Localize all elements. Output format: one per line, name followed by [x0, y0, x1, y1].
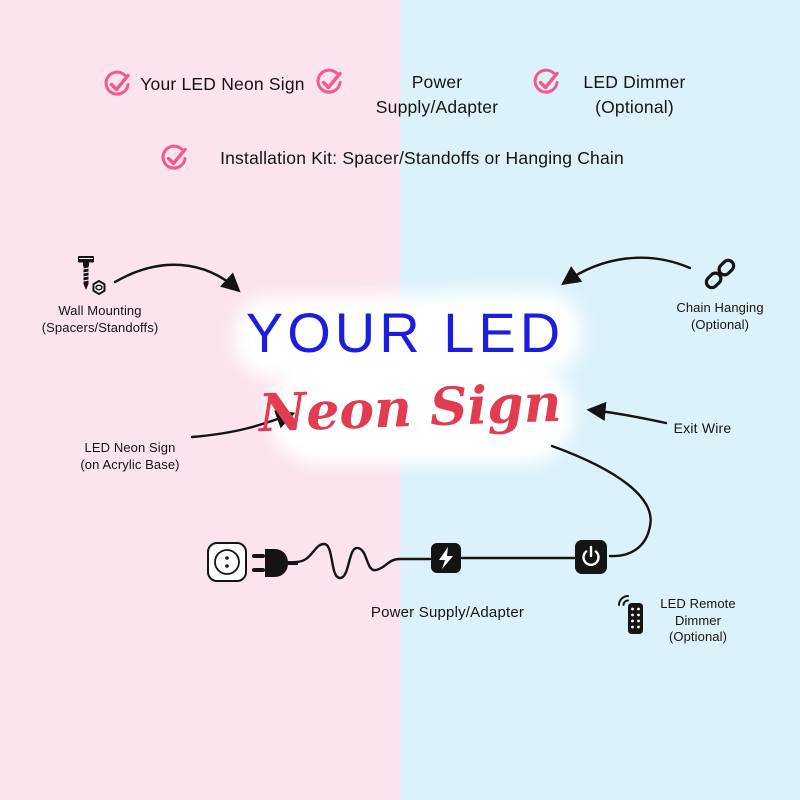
- chain-link-icon: [704, 258, 736, 290]
- wall-mounting-label: Wall Mounting (Spacers/Standoffs): [10, 303, 190, 336]
- power-supply-line1: Power Supply/Adapter: [370, 604, 525, 621]
- wall-mounting-line1: Wall Mounting: [58, 303, 142, 318]
- wall-mounting-line2: (Spacers/Standoffs): [41, 319, 159, 335]
- checklist-item-installation-kit: Installation Kit: Spacer/Standoffs or Ha…: [220, 148, 624, 168]
- power-plug-icon: [252, 549, 298, 577]
- sign-title: YOUR LED: [245, 301, 565, 364]
- dimmer-switch-icon: [575, 540, 607, 574]
- checklist-item-neon-sign: Your LED Neon Sign: [140, 74, 305, 94]
- check-icon: [316, 68, 342, 94]
- remote-line1: LED Remote: [660, 596, 736, 611]
- power-socket-icon: [207, 542, 247, 582]
- remote-line2: Dimmer: [674, 612, 722, 628]
- chain-hanging-label: Chain Hanging (Optional): [654, 300, 786, 333]
- chain-hanging-line2: (Optional): [690, 316, 750, 332]
- neon-base-line2: (on Acrylic Base): [80, 456, 180, 472]
- screw-standoff-icon: [78, 256, 106, 296]
- remote-control-icon: [618, 595, 643, 634]
- exit-wire-label: Exit Wire: [655, 420, 750, 437]
- remote-dimmer-label: LED Remote Dimmer (Optional): [648, 596, 748, 646]
- power-supply-label: Power Supply/Adapter: [335, 604, 560, 622]
- check-icon: [161, 144, 187, 170]
- power-adapter-icon: [431, 543, 461, 573]
- checklist-item-power-supply: Power Supply/Adapter: [375, 72, 499, 117]
- exit-wire-line1: Exit Wire: [673, 420, 732, 436]
- checklist-item-dimmer: LED Dimmer (Optional): [583, 72, 686, 117]
- sign-subtitle: Neon Sign: [257, 372, 563, 445]
- check-icon: [104, 70, 130, 96]
- remote-line3: (Optional): [668, 629, 728, 644]
- chain-hanging-line1: Chain Hanging: [676, 300, 764, 315]
- neon-base-label: LED Neon Sign (on Acrylic Base): [45, 440, 215, 473]
- neon-base-line1: LED Neon Sign: [84, 440, 176, 455]
- sign-blob-bottom: [268, 362, 574, 464]
- check-icon: [533, 68, 559, 94]
